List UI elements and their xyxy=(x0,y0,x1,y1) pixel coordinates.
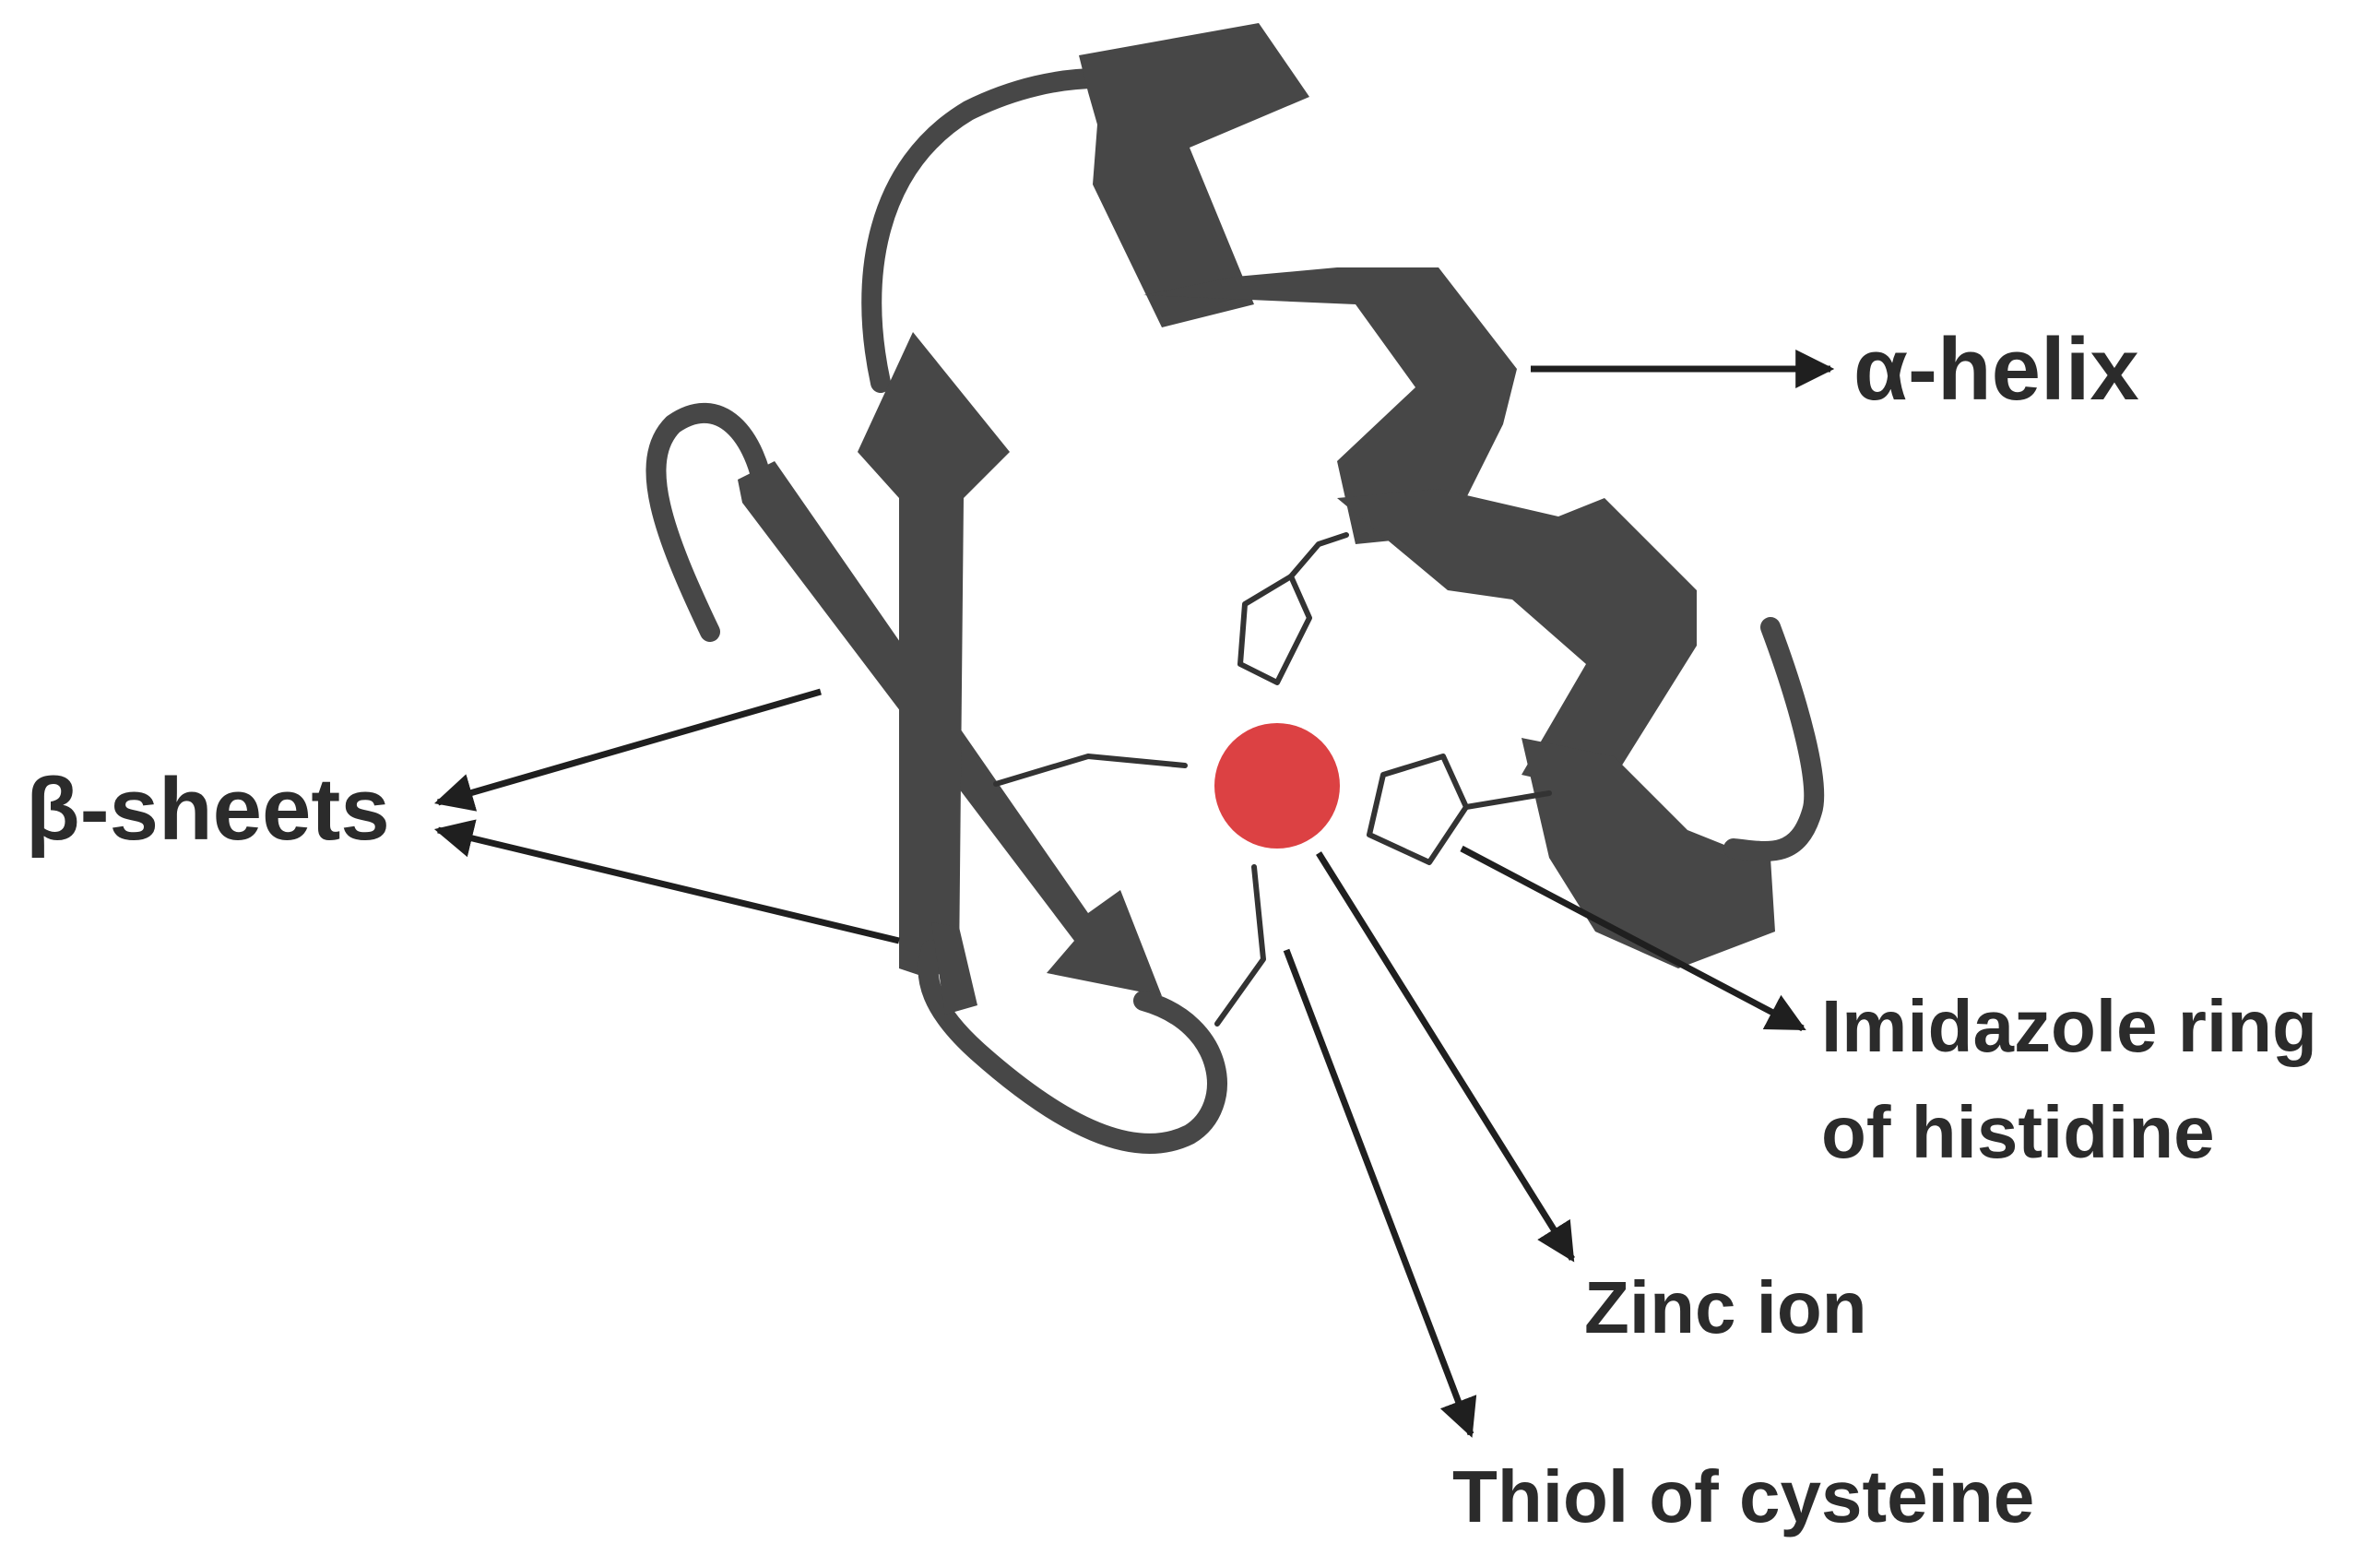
sheets-pointer-lower xyxy=(433,819,900,944)
right-imidazole-bond xyxy=(1463,790,1552,810)
helix-label: α-helix xyxy=(1853,320,2139,419)
side-chains xyxy=(993,532,1552,1027)
zinc-label: Zinc ion xyxy=(1584,1266,1867,1348)
beta-strand-2 xyxy=(858,332,1010,978)
imidazole-pointer xyxy=(1460,845,1806,1032)
imidazole-label-line2: of histidine xyxy=(1821,1091,2215,1173)
right-imidazole-ring xyxy=(1367,754,1469,865)
upper-imidazole-bond xyxy=(1288,532,1349,579)
cysteine-bond-left xyxy=(993,754,1188,787)
lower-strand-segment xyxy=(931,922,977,1015)
loop-to-helix xyxy=(861,68,1107,393)
sheets-pointer-upper xyxy=(433,688,822,812)
n-terminal-loop xyxy=(645,402,776,642)
protein-structure xyxy=(645,23,1825,1154)
helix-tail xyxy=(1723,617,1825,861)
labels: α-helix β-sheets Imidazole ring of histi… xyxy=(26,320,2317,1537)
sheets-label: β-sheets xyxy=(26,760,390,859)
upper-imidazole-ring xyxy=(1237,574,1312,685)
beta-hairpin-loop xyxy=(918,940,1227,1154)
thiol-pointer xyxy=(1283,948,1477,1438)
zinc-pointer xyxy=(1316,851,1575,1263)
zinc-ion xyxy=(1214,723,1340,849)
pointers xyxy=(433,350,1835,1438)
imidazole-label-line1: Imidazole ring xyxy=(1821,985,2317,1067)
cysteine-bond-bottom xyxy=(1214,864,1266,1027)
thiol-label: Thiol of cysteine xyxy=(1452,1455,2034,1537)
